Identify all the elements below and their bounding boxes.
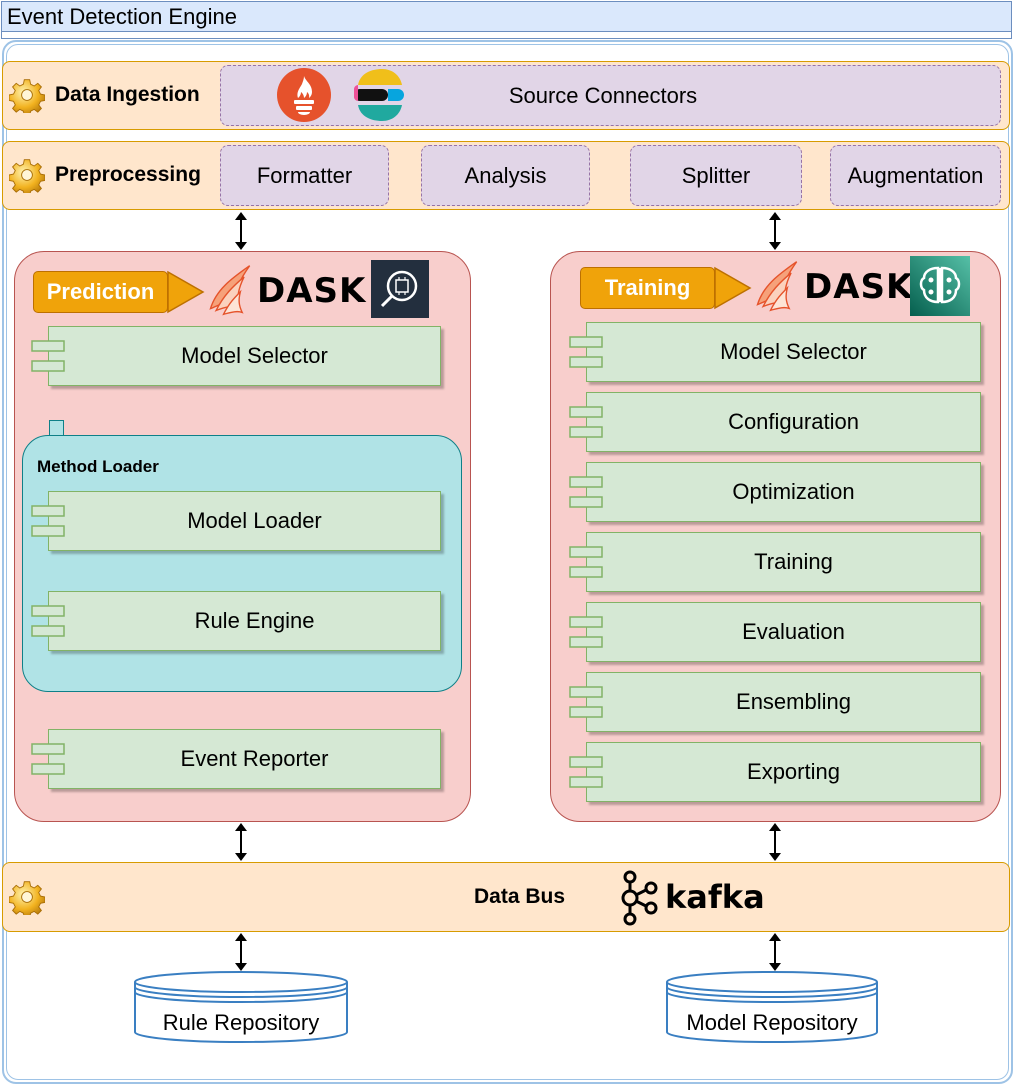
- component-icon: [31, 336, 65, 376]
- search-ai-icon: [371, 260, 429, 318]
- engine-container-inner: [6, 44, 1009, 1080]
- arrow-bidirectional: [233, 822, 249, 862]
- training-tag: Training: [580, 267, 715, 309]
- augmentation-step[interactable]: Augmentation: [830, 145, 1001, 206]
- brain-ai-icon: [910, 256, 970, 316]
- elastic-icon: [354, 69, 404, 121]
- component-icon: [31, 601, 65, 641]
- prediction-tag: Prediction: [33, 271, 168, 313]
- component-icon: [31, 739, 65, 779]
- database-icon: [134, 971, 348, 1043]
- data-ingestion-label: Data Ingestion: [55, 83, 200, 106]
- arrow-bidirectional: [767, 822, 783, 862]
- source-connectors[interactable]: Source Connectors: [220, 65, 1001, 126]
- dask-logo: [203, 258, 259, 322]
- arrow-bidirectional: [233, 932, 249, 972]
- training-stage[interactable]: Training: [586, 532, 981, 592]
- event-reporter[interactable]: Event Reporter: [48, 729, 441, 789]
- rule-repository-label: Rule Repository: [162, 1010, 320, 1035]
- kafka-wordmark: kafka: [665, 878, 765, 916]
- database-icon: [666, 971, 878, 1043]
- component-icon: [569, 542, 603, 582]
- preprocessing-label: Preprocessing: [55, 163, 201, 186]
- exporting-stage[interactable]: Exporting: [586, 742, 981, 802]
- component-icon: [569, 612, 603, 652]
- model-repository-label: Model Repository: [686, 1010, 858, 1035]
- source-connectors-label: Source Connectors: [508, 82, 698, 108]
- gear-icon: [9, 879, 45, 915]
- arrow-bidirectional: [767, 932, 783, 972]
- prometheus-icon: [277, 68, 331, 122]
- prediction-model-selector[interactable]: Model Selector: [48, 326, 441, 386]
- tag-arrow-icon: [714, 266, 752, 310]
- component-icon: [569, 332, 603, 372]
- analysis-step[interactable]: Analysis: [421, 145, 590, 206]
- tag-arrow-icon: [167, 270, 205, 314]
- splitter-step[interactable]: Splitter: [630, 145, 802, 206]
- training-model-selector[interactable]: Model Selector: [586, 322, 981, 382]
- component-icon: [569, 402, 603, 442]
- data-bus-label: Data Bus: [474, 885, 566, 908]
- arrow-bidirectional: [233, 211, 249, 251]
- gear-icon: [9, 157, 45, 193]
- engine-container: [2, 40, 1013, 1084]
- optimization-stage[interactable]: Optimization: [586, 462, 981, 522]
- dask-wordmark: DASK: [257, 271, 367, 311]
- component-icon: [569, 752, 603, 792]
- rule-engine[interactable]: Rule Engine: [48, 591, 441, 651]
- kafka-icon: [621, 870, 658, 926]
- component-icon: [569, 682, 603, 722]
- component-icon: [569, 472, 603, 512]
- data-bus-band: [2, 862, 1010, 932]
- arrow-bidirectional: [767, 211, 783, 251]
- dask-wordmark: DASK: [804, 267, 914, 307]
- formatter-step[interactable]: Formatter: [220, 145, 389, 206]
- component-icon: [31, 501, 65, 541]
- ensembling-stage[interactable]: Ensembling: [586, 672, 981, 732]
- model-loader[interactable]: Model Loader: [48, 491, 441, 551]
- method-loader-label: Method Loader: [37, 457, 159, 476]
- dask-logo: [750, 254, 806, 318]
- title-underline: [1, 32, 1012, 39]
- configuration-stage[interactable]: Configuration: [586, 392, 981, 452]
- gear-icon: [9, 77, 45, 113]
- evaluation-stage[interactable]: Evaluation: [586, 602, 981, 662]
- window-title: Event Detection Engine: [1, 1, 1012, 32]
